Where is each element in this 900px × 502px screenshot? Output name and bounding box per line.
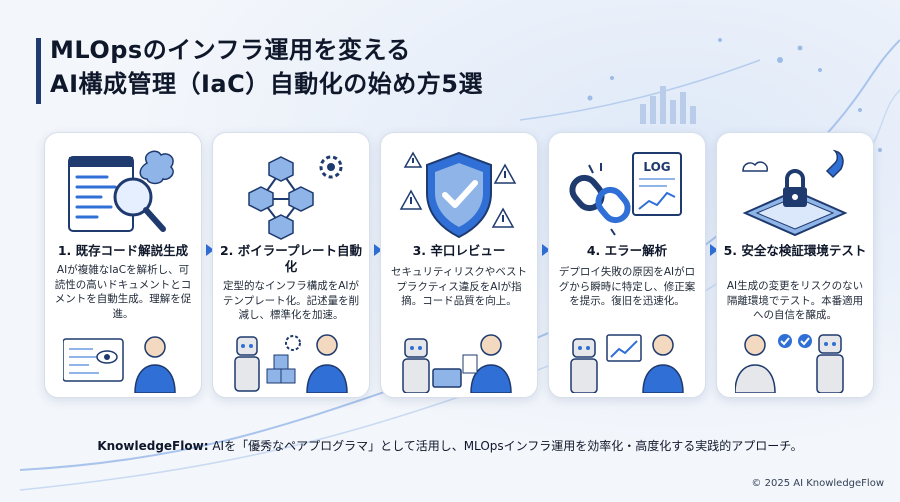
card-description: デプロイ失敗の原因をAIがログから瞬時に特定し、修正案を提示。復旧を迅速化。 bbox=[558, 266, 696, 307]
card-safe-testing: 5. 安全な検証環境テスト AI生成の変更をリスクのない隔離環境でテスト。本番適… bbox=[716, 132, 874, 398]
locked-sandbox-rocket-icon bbox=[742, 149, 848, 237]
person-reviewing-code-icon bbox=[63, 336, 176, 393]
card-description: セキュリティリスクやベストプラクティス違反をAIが指摘。コード品質を向上。 bbox=[390, 266, 528, 307]
card-error-analysis: LOG 4. エラー解析 デプロイ失敗の原因をAIがログから瞬時に特定し、修正案… bbox=[548, 132, 706, 398]
footer-brand: KnowledgeFlow: bbox=[97, 439, 209, 453]
robot-and-person-with-document-icon bbox=[402, 334, 512, 393]
broken-chain-log-icon: LOG bbox=[569, 152, 682, 236]
people-with-checkmarks-icon bbox=[735, 334, 844, 393]
title-line-1: MLOpsのインフラ運用を変える bbox=[50, 36, 411, 64]
card-title: 5. 安全な検証環境テスト bbox=[723, 243, 867, 258]
code-magnifier-brain-icon bbox=[68, 150, 174, 232]
chevron-right-icon bbox=[206, 244, 214, 256]
shield-check-warning-icon bbox=[399, 151, 517, 239]
chevron-right-icon bbox=[710, 244, 718, 256]
chevron-right-icon bbox=[542, 244, 550, 256]
cube-network-gear-icon bbox=[248, 155, 343, 240]
copyright: © 2025 AI KnowledgeFlow bbox=[751, 478, 884, 489]
card-title: 2. ボイラープレート自動化 bbox=[219, 243, 363, 274]
card-title: 4. エラー解析 bbox=[586, 243, 668, 258]
card-title: 1. 既存コード解説生成 bbox=[57, 243, 189, 258]
footer-caption: KnowledgeFlow: AIを「優秀なペアプログラマ」として活用し、MLO… bbox=[0, 437, 900, 454]
card-description: AIが複雑なIaCを解析し、可読性の高いドキュメントとコメントを自動生成。理解を… bbox=[54, 264, 192, 320]
chevron-right-icon bbox=[374, 244, 382, 256]
robot-and-person-with-chart-icon bbox=[570, 334, 684, 393]
card-boilerplate: 2. ボイラープレート自動化 定型的なインフラ構成をAIがテンプレート化。記述量… bbox=[212, 132, 370, 398]
card-code-explanation: 1. 既存コード解説生成 AIが複雑なIaCを解析し、可読性の高いドキュメントと… bbox=[44, 132, 202, 398]
title-accent-bar bbox=[36, 38, 41, 104]
robot-and-person-icon bbox=[234, 334, 348, 393]
title-line-2: AI構成管理（IaC）自動化の始め方5選 bbox=[50, 70, 483, 98]
card-description: 定型的なインフラ構成をAIがテンプレート化。記述量を削減し、標準化を加速。 bbox=[222, 280, 360, 321]
footer-text: AIを「優秀なペアプログラマ」として活用し、MLOpsインフラ運用を効率化・高度… bbox=[208, 439, 803, 453]
page-title: MLOpsのインフラ運用を変える AI構成管理（IaC）自動化の始め方5選 bbox=[50, 33, 483, 101]
card-description: AI生成の変更をリスクのない隔離環境でテスト。本番適用への自信を醸成。 bbox=[726, 280, 864, 321]
card-title: 3. 辛口レビュー bbox=[412, 243, 506, 258]
card-strict-review: 3. 辛口レビュー セキュリティリスクやベストプラクティス違反をAIが指摘。コー… bbox=[380, 132, 538, 398]
log-label: LOG bbox=[643, 160, 670, 174]
